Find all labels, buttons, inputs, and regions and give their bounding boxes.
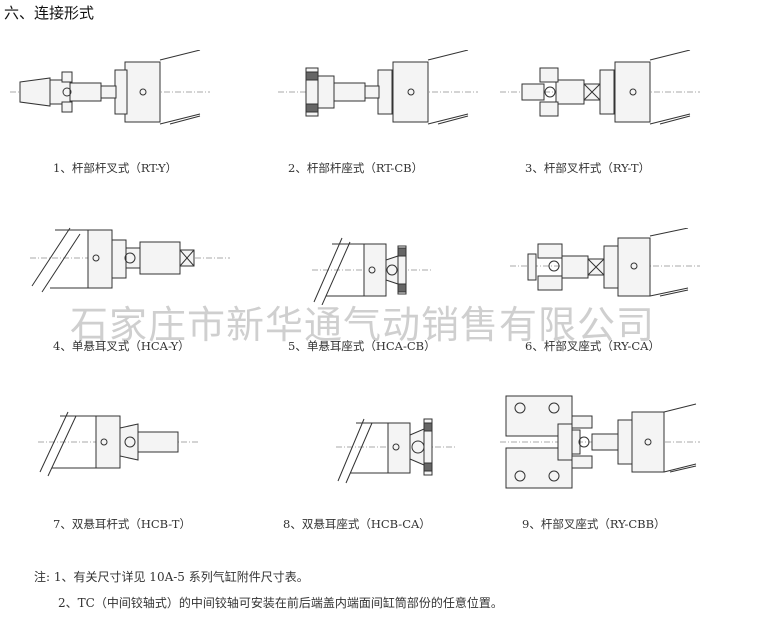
ry-ca-drawing [510,228,700,297]
hca-cb-drawing [312,237,432,305]
company-watermark: 石家庄市新华通气动销售有限公司 [70,303,656,347]
figure-hca-cb [312,230,564,305]
rt-cb-drawing [278,50,478,125]
figure-ry-ca [510,228,758,308]
rt-y-drawing [10,50,210,125]
caption-hca-cb: 5、单悬耳座式（HCA-CB） [288,339,436,353]
figure-rt-cb [278,50,530,135]
figure-ry-t [500,50,752,135]
caption-ry-ca: 6、杆部叉座式（RY-CA） [525,339,660,353]
note-line-1: 注: 1、有关尺寸详见 10A-5 系列气缸附件尺寸表。 [34,570,309,584]
note-line-2: 2、TC（中间铰轴式）的中间铰轴可安装在前后端盖内端面间缸筒部份的任意位置。 [58,596,503,610]
figure-rt-y [10,50,262,135]
caption-rt-y: 1、杆部杆叉式（RT-Y） [53,161,178,175]
section-heading: 六、连接形式 [4,4,95,22]
hcb-t-drawing [38,411,198,477]
caption-hca-y: 4、单悬耳叉式（HCA-Y） [53,339,190,353]
hcb-ca-drawing [336,418,456,484]
hca-y-drawing [30,227,230,293]
caption-hcb-ca: 8、双悬耳座式（HCB-CA） [283,517,431,531]
caption-rt-cb: 2、杆部杆座式（RT-CB） [288,161,424,175]
figure-hca-y [30,218,282,303]
figure-hcb-t [38,400,290,480]
figure-ry-cbb [500,392,752,502]
caption-hcb-t: 7、双悬耳杆式（HCB-T） [53,517,191,531]
ry-cbb-drawing [500,395,700,489]
figure-hcb-ca [336,405,588,485]
caption-ry-t: 3、杆部叉杆式（RY-T） [525,161,651,175]
caption-ry-cbb: 9、杆部叉座式（RY-CBB） [522,517,666,531]
ry-t-drawing [500,50,700,125]
